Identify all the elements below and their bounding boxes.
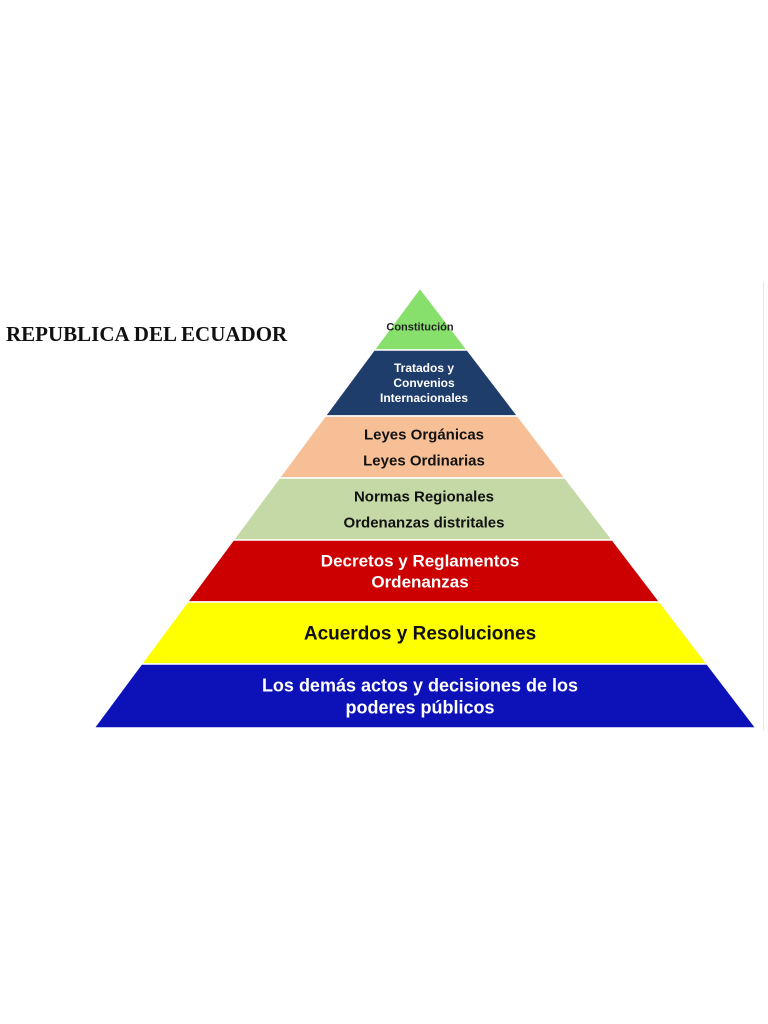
pyramid-tier-1 — [372, 286, 469, 351]
pyramid-tier-7-label: poderes públicos — [345, 697, 494, 717]
pyramid-tier-4-label: Ordenanzas distritales — [344, 514, 505, 531]
pyramid-tier-7 — [92, 663, 758, 729]
pyramid-tier-2-label: Internacionales — [380, 391, 468, 405]
pyramid-tier-5-label: Decretos y Reglamentos — [321, 551, 519, 570]
pyramid-tier-2-label: Convenios — [393, 376, 455, 390]
pyramid-tier-2-label: Tratados y — [394, 361, 454, 375]
image-edge-divider — [763, 282, 764, 730]
pyramid-tier-6-label: Acuerdos y Resoluciones — [304, 624, 536, 645]
pyramid-tier-3-label: Leyes Orgánicas — [364, 426, 484, 443]
page-title: REPUBLICA DEL ECUADOR — [6, 322, 288, 346]
pyramid-tier-5 — [185, 539, 662, 603]
pyramid-tier-4-label: Normas Regionales — [354, 488, 494, 505]
pyramid-tier-3-label: Leyes Ordinarias — [363, 452, 485, 469]
pyramid-tier-7-label: Los demás actos y decisiones de los — [262, 675, 578, 695]
pyramid-tier-1-label: Constitución — [386, 321, 453, 333]
pyramid-tier-5-label: Ordenanzas — [371, 572, 468, 591]
